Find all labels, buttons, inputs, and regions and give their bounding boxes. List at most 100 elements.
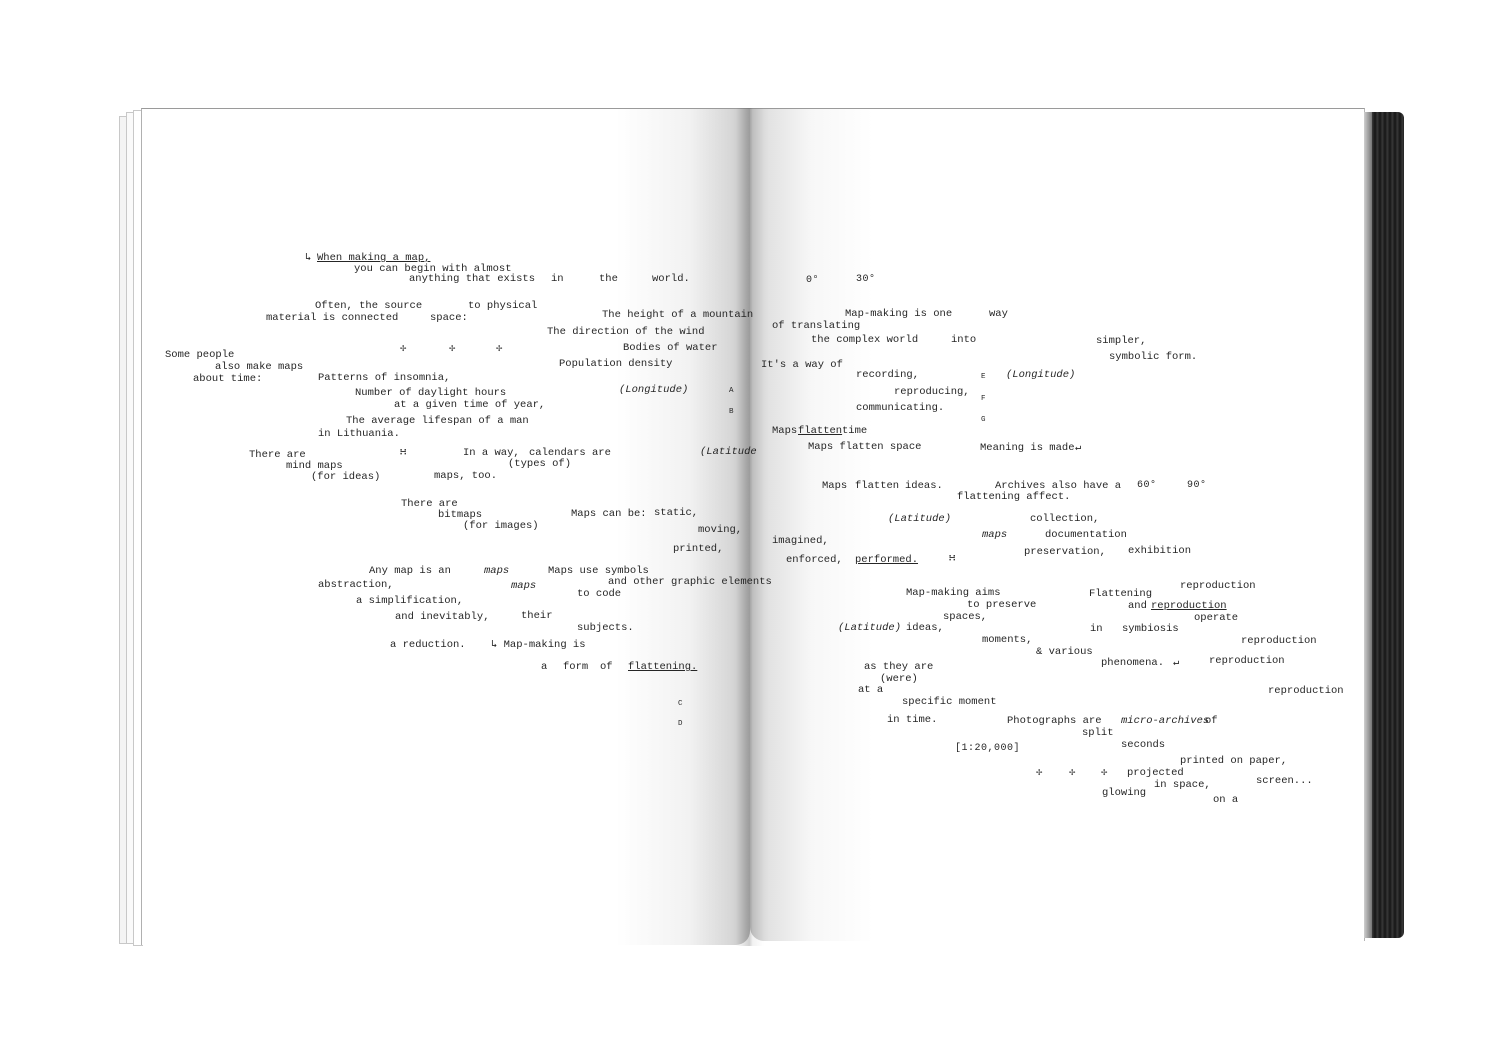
left-page-text-fragment: a simplification, xyxy=(356,595,464,607)
left-page-text-fragment: Maps can be: xyxy=(571,508,647,520)
left-page-text-fragment: When making a map, xyxy=(317,252,431,264)
left-page-text-fragment: There are xyxy=(249,449,306,461)
left-page-text-fragment: printed, xyxy=(673,543,724,555)
right-page-text-fragment: collection, xyxy=(1030,513,1100,525)
left-page-text-fragment: ↳ xyxy=(305,252,312,264)
left-page-text-fragment: The height of a mountain xyxy=(602,309,754,321)
left-page xyxy=(141,108,750,945)
right-page-text-fragment: (Latitude) xyxy=(888,513,952,525)
left-page-text-fragment: static, xyxy=(654,507,699,519)
right-page-text-fragment: preservation, xyxy=(1024,546,1106,558)
right-page-text-fragment: seconds xyxy=(1121,739,1166,751)
right-page-text-fragment: at a xyxy=(858,684,884,696)
right-page-text-fragment: Flattening xyxy=(1089,588,1153,600)
right-page-text-fragment: in xyxy=(1090,623,1103,635)
right-page-text-fragment: flatten xyxy=(855,480,900,492)
right-page-text-fragment: ↵ xyxy=(1173,657,1180,669)
right-page-text-fragment: in space, xyxy=(1154,779,1211,791)
right-page-text-fragment: enforced, xyxy=(786,554,843,566)
right-page-text-fragment: flattening affect. xyxy=(957,491,1071,503)
left-page-text-fragment: A xyxy=(729,387,734,395)
left-page-text-fragment: a xyxy=(541,661,548,673)
right-page-text-fragment: reproduction xyxy=(1268,685,1344,697)
right-page-text-fragment: ↵ xyxy=(1075,442,1082,454)
right-page-text-fragment: performed. xyxy=(855,554,919,566)
left-page-text-fragment: Bodies of water xyxy=(623,342,718,354)
left-page-text-fragment: material is connected xyxy=(266,312,399,324)
left-page-text-fragment: (for images) xyxy=(463,520,539,532)
left-page-text-fragment: ↳ Map-making is xyxy=(491,639,586,651)
left-page-text-fragment: and other graphic elements xyxy=(608,576,772,588)
left-page-text-fragment: Maps use symbols xyxy=(548,565,649,577)
right-page-text-fragment: reproducing, xyxy=(894,386,970,398)
right-page-text-fragment: Maps xyxy=(772,425,798,437)
right-page-text-fragment: to preserve xyxy=(967,599,1037,611)
left-page-text-fragment: flattening. xyxy=(628,661,698,673)
left-page-text-fragment: space: xyxy=(430,312,468,324)
right-page-text-fragment: ideas. xyxy=(905,480,943,492)
right-page-text-fragment: recording, xyxy=(856,369,920,381)
left-page-text-fragment: ✢ xyxy=(449,343,456,355)
right-page-text-fragment: ∺ xyxy=(949,553,956,565)
right-page-text-fragment: ✢ xyxy=(1101,767,1108,779)
right-page-text-fragment: (Longitude) xyxy=(1006,369,1076,381)
right-page-text-fragment: Photographs are xyxy=(1007,715,1102,727)
left-page-text-fragment: world. xyxy=(652,273,690,285)
left-page-text-fragment: Any map is an xyxy=(369,565,451,577)
right-page-text-fragment: in time. xyxy=(887,714,938,726)
right-page-text-fragment: into xyxy=(951,334,977,346)
right-page-text-fragment: specific moment xyxy=(902,696,997,708)
right-page-text-fragment: reproduction xyxy=(1241,635,1317,647)
left-page-text-fragment: The direction of the wind xyxy=(547,326,705,338)
right-page-text-fragment: documentation xyxy=(1045,529,1127,541)
right-page-text-fragment: screen... xyxy=(1256,775,1313,787)
right-page-text-fragment: reproduction xyxy=(1180,580,1256,592)
left-page-text-fragment: Often, the source xyxy=(315,300,423,312)
right-page-text-fragment: Meaning is made xyxy=(980,442,1075,454)
right-page-text-fragment: ✢ xyxy=(1069,767,1076,779)
right-page-text-fragment: It's a way of xyxy=(761,359,843,371)
right-page-text-fragment: 60° xyxy=(1137,480,1157,491)
book-gutter-shadow xyxy=(736,108,764,946)
right-page-text-fragment: glowing xyxy=(1102,787,1147,799)
right-page-text-fragment: spaces, xyxy=(943,611,988,623)
left-page-text-fragment: The average lifespan of a man xyxy=(346,415,529,427)
right-page-text-fragment: Map-making is one xyxy=(845,308,953,320)
right-page-text-fragment: exhibition xyxy=(1128,545,1192,557)
right-page-text-fragment: operate xyxy=(1194,612,1239,624)
left-page-text-fragment: bitmaps xyxy=(438,509,483,521)
right-page-text-fragment: reproduction xyxy=(1209,655,1285,667)
right-page-text-fragment: as they are xyxy=(864,661,934,673)
left-page-text-fragment: in Lithuania. xyxy=(318,428,400,440)
left-page-text-fragment: calendars are xyxy=(529,447,611,459)
left-page-text-fragment: ✢ xyxy=(496,343,503,355)
left-page-text-fragment: D xyxy=(678,720,683,728)
left-page-text-fragment: at a given time of year, xyxy=(394,399,546,411)
right-page-text-fragment: Map-making aims xyxy=(906,587,1001,599)
right-page-text-fragment: G xyxy=(981,416,986,424)
right-page-text-fragment: flatten xyxy=(798,425,843,437)
right-page-text-fragment: Archives also have a xyxy=(995,480,1122,492)
left-page-text-fragment: (Longitude) xyxy=(619,384,689,396)
right-page-text-fragment: Maps xyxy=(822,480,848,492)
left-page-text-fragment: to code xyxy=(577,588,622,600)
left-page-text-fragment: a reduction. xyxy=(390,639,466,651)
left-page-text-fragment: maps xyxy=(511,580,537,592)
right-page-text-fragment: split xyxy=(1082,727,1114,739)
right-page-text-fragment: way xyxy=(989,308,1008,320)
right-page-text-fragment: (Latitude) xyxy=(838,622,902,634)
left-page-text-fragment: moving, xyxy=(698,524,743,536)
right-page-text-fragment: 90° xyxy=(1187,480,1207,491)
left-page-text-fragment: maps xyxy=(484,565,510,577)
right-page-text-fragment: symbolic form. xyxy=(1109,351,1198,363)
left-page-text-fragment: the xyxy=(599,273,618,285)
left-page-text-fragment: ✢ xyxy=(400,343,407,355)
left-page-text-fragment: mind maps xyxy=(286,460,343,472)
left-page-text-fragment: Some people xyxy=(165,349,235,361)
right-page-text-fragment: moments, xyxy=(982,634,1033,646)
left-page-text-fragment: of xyxy=(600,661,613,673)
right-page-text-fragment: time xyxy=(842,425,868,437)
left-page-text-fragment: form xyxy=(563,661,589,673)
right-page-text-fragment: symbiosis xyxy=(1122,623,1179,635)
left-page-text-fragment: (Latitude xyxy=(700,446,757,458)
